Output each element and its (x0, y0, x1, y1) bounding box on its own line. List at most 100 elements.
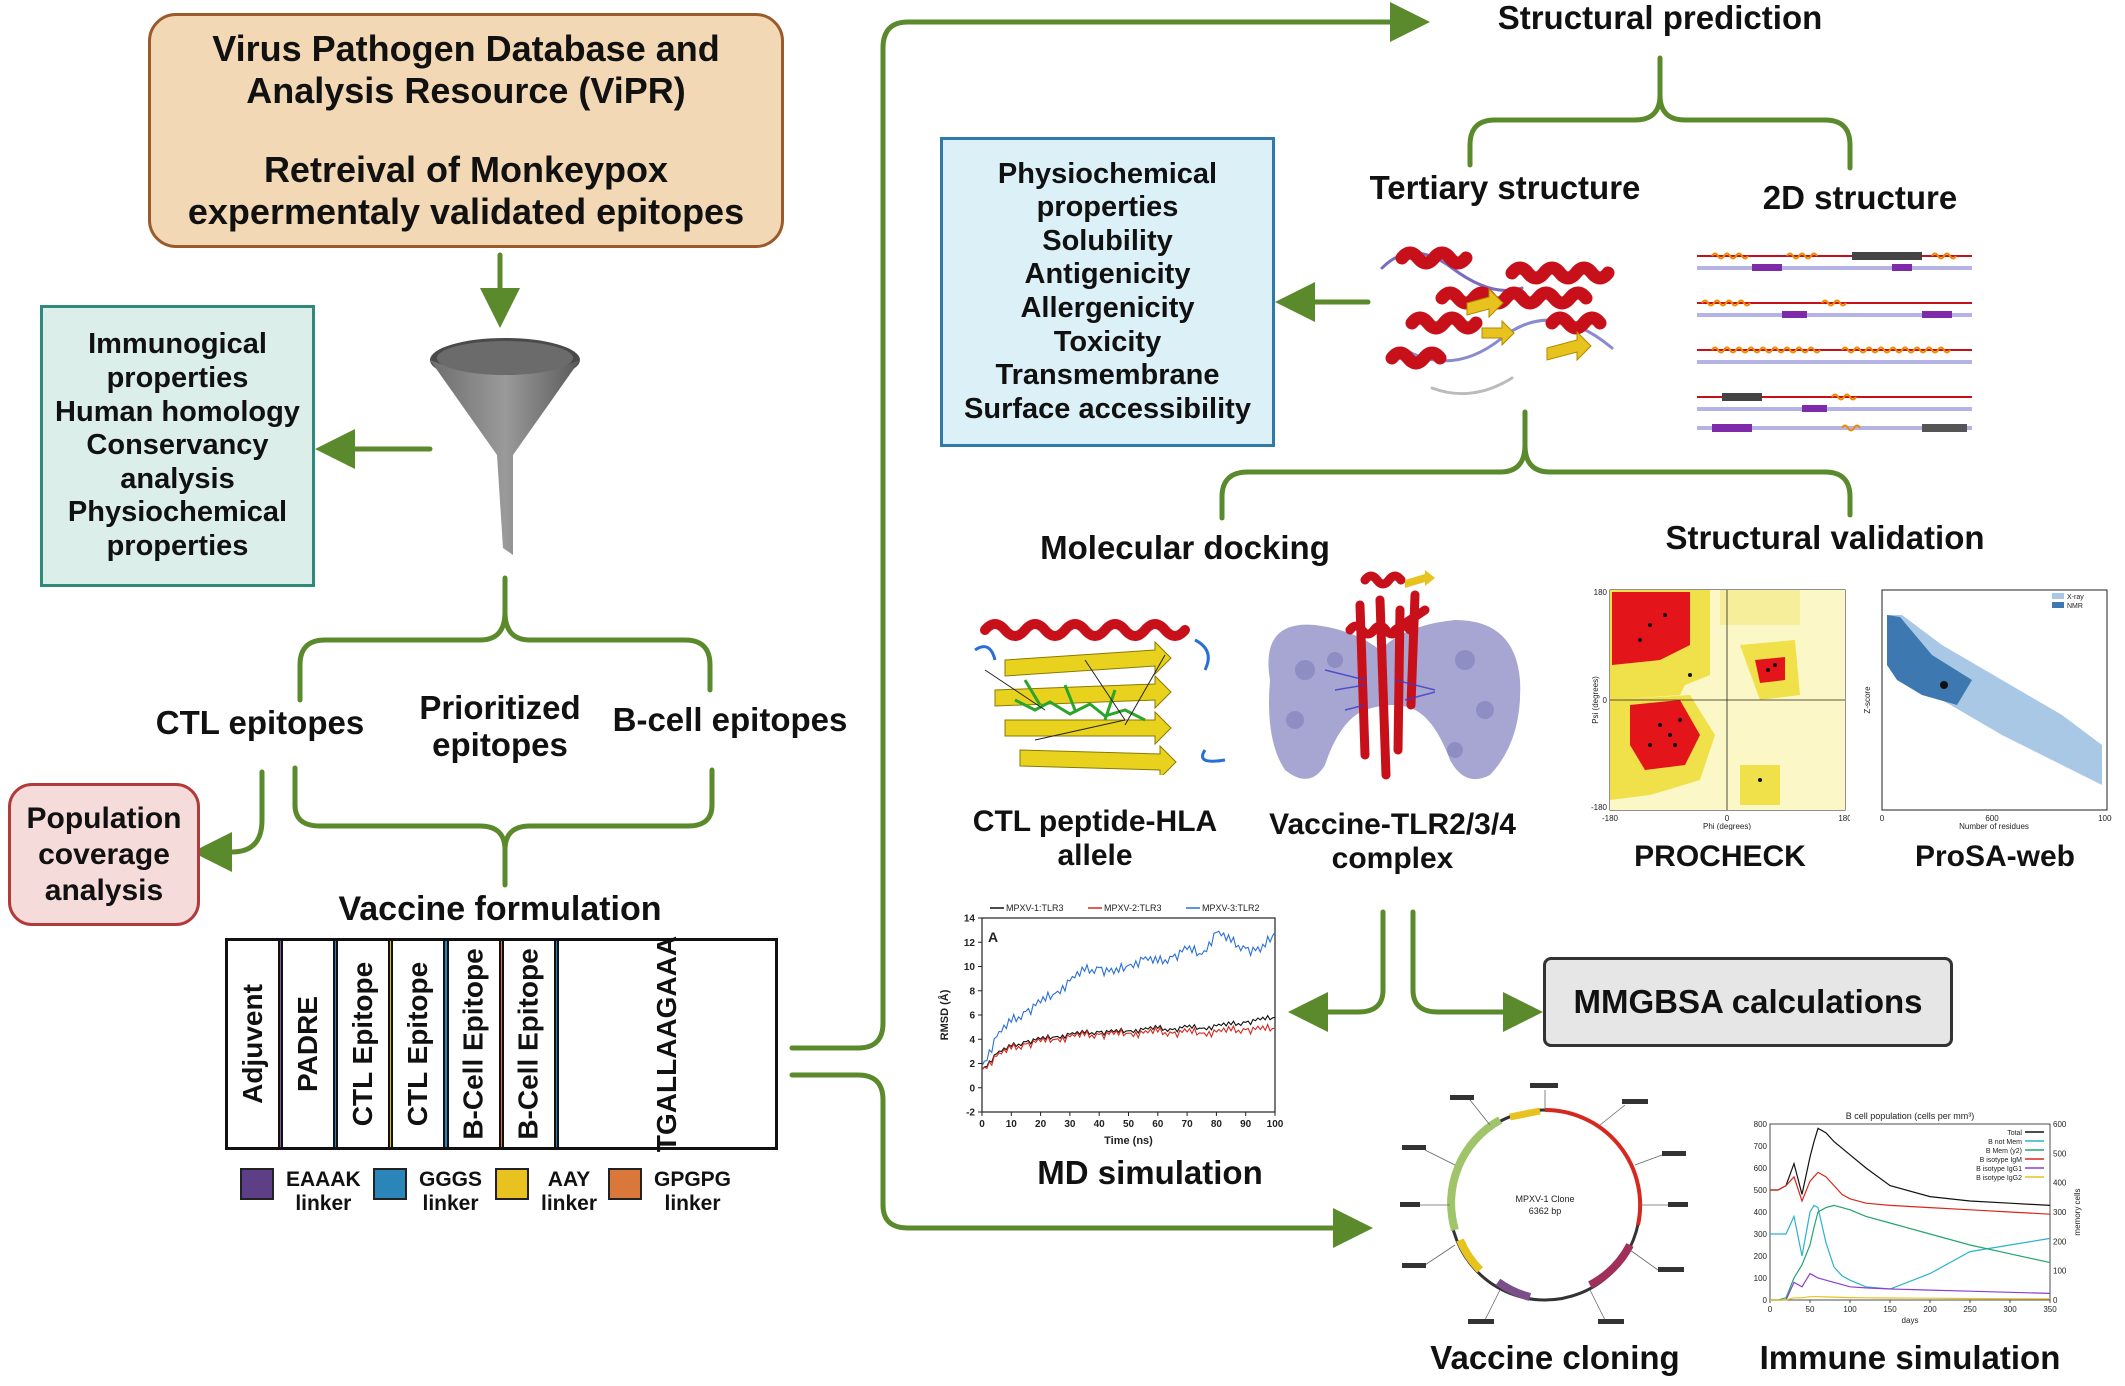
segment-label: Adjuvent (237, 984, 268, 1104)
md-simulation-title: MD simulation (1037, 1154, 1263, 1191)
filter-line: Conservancy (86, 429, 269, 462)
filter-line: Physiochemical (67, 496, 288, 529)
md-y-axis-label: RMSD (Å) (938, 989, 951, 1040)
immune-y2-tick-label: 500 (2053, 1149, 2067, 1158)
md-plot-frame (981, 917, 1276, 1113)
md-y-tick-label: 12 (964, 938, 976, 949)
md-x-tick-label: 60 (1152, 1119, 1164, 1130)
immune-y2-tick-label: 0 (2053, 1296, 2058, 1305)
vipr-subtitle-line-1: Retreival of Monkeypox (263, 148, 669, 190)
immune-y-tick-label: 700 (1754, 1142, 1768, 1151)
immune-y-tick-label: 200 (1754, 1252, 1768, 1261)
tertiary-structure-image (1380, 246, 1615, 396)
vipr-box: Virus Pathogen Database and Analysis Res… (148, 13, 784, 248)
prosa-plot: X-ray NMR 06001000 Number of residues Z-… (1863, 589, 2112, 830)
tlr-line: Vaccine-TLR2/3/4 (1269, 808, 1516, 841)
property-line: properties (1036, 191, 1179, 224)
vaccine-tlr-complex-label: Vaccine-TLR2/3/4 complex (1255, 808, 1530, 875)
vipr-title-line-2: Analysis Resource (ViPR) (246, 70, 686, 112)
immune-x-tick-label: 0 (1768, 1305, 1773, 1314)
immune-series-line (1770, 1171, 2051, 1215)
md-y-tick-label: 2 (969, 1059, 975, 1070)
md-x-tick-label: 100 (1267, 1119, 1284, 1130)
filter-line: properties (106, 361, 249, 394)
immune-y2-tick-label: 600 (2053, 1120, 2067, 1129)
legend-swatch (495, 1168, 529, 1200)
arrow-vaccine-to-cloning (789, 1072, 1373, 1248)
ctl-epitopes-label: CTL epitopes (155, 704, 365, 741)
immune-x-tick-label: 100 (1843, 1305, 1857, 1314)
immune-y2-tick-label: 400 (2053, 1179, 2067, 1188)
prosa-y-axis-label: Z-score (1863, 686, 1872, 714)
vaccine-tlr-complex-image (1268, 570, 1521, 780)
linker-gggs (335, 941, 339, 1147)
ctl-peptide-hla-label: CTL peptide-HLA allele (960, 805, 1230, 872)
brace-docking-validation (1219, 409, 1853, 521)
property-line: Solubility (1042, 224, 1173, 257)
prioritized-line: epitopes (432, 725, 568, 763)
legend-label: AAY (547, 1168, 591, 1191)
population-line: analysis (44, 873, 164, 907)
filter-line: Human homology (55, 395, 300, 428)
population-line: coverage (38, 837, 170, 871)
md-y-tick-label: 10 (964, 962, 976, 973)
legend-swatch (373, 1168, 407, 1200)
arrow-complex-to-mmgbsa (1410, 909, 1543, 1032)
ctl-hla-line: CTL peptide-HLA (972, 805, 1218, 838)
md-x-tick-label: 80 (1211, 1119, 1223, 1130)
immune-legend-label: Total (2007, 1130, 2022, 1137)
population-coverage-box: Population coverage analysis (8, 783, 200, 926)
plasmid-size: 6362 bp (1529, 1206, 1562, 1216)
svg-text:-180: -180 (1591, 803, 1608, 812)
segment-label: B-Cell Epitope (457, 948, 489, 1140)
md-series-line (981, 1014, 1276, 1070)
md-y-tick-label: 0 (969, 1083, 975, 1094)
procheck-y-axis-label: Psi (degrees) (1591, 676, 1600, 724)
filter-line: analysis (120, 462, 235, 495)
immune-legend-label: B Mem (y2) (1986, 1148, 2022, 1155)
legend-swatch (240, 1168, 274, 1200)
md-y-tick-label: 14 (964, 914, 976, 925)
funnel-icon (430, 338, 580, 555)
properties-box: Physiochemical properties Solubility Ant… (940, 137, 1275, 447)
md-legend-label: MPXV-1:TLR3 (1006, 903, 1064, 913)
segment-padre: PADRE (283, 941, 336, 1147)
brace-epitopes (297, 575, 713, 703)
immune-x-tick-label: 300 (2003, 1305, 2017, 1314)
2d-structure-label: 2D structure (1762, 179, 1958, 216)
immune-x-axis-label: days (1902, 1316, 1919, 1325)
prosa-x-axis-label: Number of residues (1959, 822, 2029, 830)
md-x-tick-label: 30 (1064, 1119, 1076, 1130)
mmgbsa-box: MMGBSA calculations (1543, 957, 1953, 1047)
property-line: Antigenicity (1024, 258, 1191, 291)
immune-x-tick-label: 350 (2043, 1305, 2057, 1314)
svg-text:0: 0 (1725, 814, 1730, 823)
ctl-hla-line: allele (1057, 838, 1133, 872)
linker-aay (390, 941, 394, 1147)
brace-structure (1467, 55, 1853, 171)
immune-x-tick-label: 150 (1883, 1305, 1897, 1314)
segment-label: TGALLAAGAAA (650, 935, 682, 1153)
md-x-tick-label: 0 (979, 1119, 985, 1130)
segment-label: PADRE (292, 996, 324, 1092)
tertiary-structure-label: Tertiary structure (1369, 169, 1641, 206)
prioritized-epitopes-label: Prioritized epitopes (400, 689, 600, 764)
prioritized-line: Prioritized (419, 689, 581, 726)
md-x-axis-label: Time (ns) (1104, 1135, 1153, 1147)
md-y-tick-label: 4 (969, 1035, 975, 1046)
tlr-line: complex (1331, 841, 1454, 875)
segment-ctl-epitope-2: CTL Epitope (393, 941, 446, 1147)
linker-gpgpg (500, 941, 504, 1147)
md-x-tick-label: 70 (1182, 1119, 1194, 1130)
vaccine-formulation-title: Vaccine formulation (338, 890, 662, 928)
svg-text:1000: 1000 (2098, 814, 2112, 823)
md-series-line (981, 1023, 1276, 1070)
immune-series-line (1770, 1296, 2051, 1301)
immune-x-tick-label: 250 (1963, 1305, 1977, 1314)
immune-y-tick-label: 600 (1754, 1164, 1768, 1173)
segment-adjuvant: Adjuvent (228, 941, 280, 1147)
immune-series-line (1770, 1204, 2051, 1301)
md-legend-label: MPXV-3:TLR2 (1202, 903, 1260, 913)
